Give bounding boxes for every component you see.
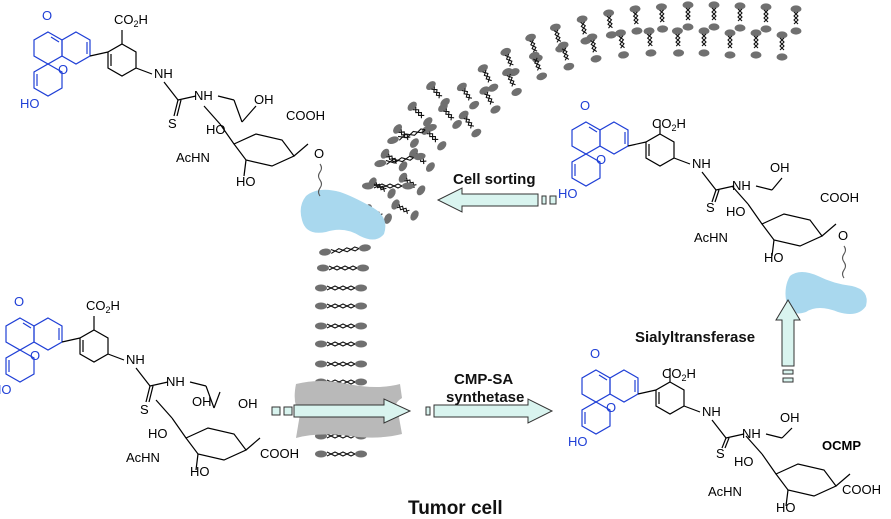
- thiourea-nh-label: NH: [154, 66, 173, 81]
- carboxyl-label: CO2H: [662, 366, 696, 383]
- carboxyl-label: CO2H: [652, 116, 686, 133]
- glycosidic-oxygen-label: O: [838, 228, 848, 243]
- molecule-cmp-sialic-acid: O O HO CO2H NH S NH OH HO AcHN HO OCMP C…: [568, 346, 881, 515]
- hydroxyl-label: OH: [770, 160, 790, 175]
- carboxylic-acid-label: COOH: [820, 190, 859, 205]
- molecule-free-sialic-acid: O O HO CO2H NH S NH OH HO AcHN HO OH COO…: [0, 294, 299, 479]
- thiourea-nh-label: NH: [692, 156, 711, 171]
- thiourea-s-label: S: [140, 402, 149, 417]
- ring-oxygen-label: O: [596, 152, 606, 167]
- acetamido-label: AcHN: [126, 450, 160, 465]
- carbonyl-oxygen-label: O: [580, 98, 590, 113]
- carbonyl-oxygen-label: O: [590, 346, 600, 361]
- hydroxyl-label: OH: [254, 92, 274, 107]
- acetamido-label: AcHN: [176, 150, 210, 165]
- phenol-label: HO: [0, 382, 12, 397]
- hydroxyl-ho-label: HO: [148, 426, 168, 441]
- ring-oxygen-label: O: [606, 400, 616, 415]
- hydroxyl-ho-label: HO: [726, 204, 746, 219]
- hydroxyl-label: OH: [192, 394, 212, 409]
- glycan-blob-sialylated: [785, 272, 867, 314]
- ring-oxygen-label: O: [30, 348, 40, 363]
- thiourea-nh2-label: NH: [742, 426, 761, 441]
- hydroxyl-lower-label: HO: [764, 250, 784, 265]
- acetamido-label: AcHN: [708, 484, 742, 499]
- carboxylic-acid-label: COOH: [260, 446, 299, 461]
- carboxylic-acid-label: COOH: [842, 482, 881, 497]
- hydroxyl-lower-label: HO: [776, 500, 796, 515]
- cmp-sa-synthetase-arrow: [271, 398, 554, 424]
- carboxyl-label: CO2H: [114, 12, 148, 29]
- hydroxyl-ho-label: HO: [734, 454, 754, 469]
- molecule-sialylated-glycan: O O HO CO2H NH S NH OH HO AcHN HO COOH O: [558, 98, 859, 279]
- thiourea-nh2-label: NH: [732, 178, 751, 193]
- acetamido-label: AcHN: [694, 230, 728, 245]
- thiourea-s-label: S: [706, 200, 715, 215]
- phenol-label: HO: [558, 186, 578, 201]
- carboxylic-acid-label: COOH: [286, 108, 325, 123]
- cell-sorting-label: Cell sorting: [453, 171, 536, 188]
- carbonyl-oxygen-label: O: [42, 8, 52, 23]
- thiourea-nh2-label: NH: [166, 374, 185, 389]
- molecule-surface-sialoside: O O HO CO2H NH S NH OH HO AcHN HO COOH O: [20, 8, 325, 197]
- thiourea-nh-label: NH: [702, 404, 721, 419]
- hydroxyl-lower-label: HO: [190, 464, 210, 479]
- anomeric-oh-label: OH: [238, 396, 258, 411]
- glycosidic-oxygen-label: O: [314, 146, 324, 161]
- phenol-label: HO: [20, 96, 40, 111]
- sialyltransferase-arrow: [775, 299, 801, 383]
- cmp-sa-label-line2: synthetase: [446, 389, 524, 406]
- ring-oxygen-label: O: [58, 62, 68, 77]
- hydroxyl-label: OH: [780, 410, 800, 425]
- cmp-sa-label-line1: CMP-SA: [454, 371, 513, 388]
- thiourea-nh-label: NH: [126, 352, 145, 367]
- tumor-cell-caption: Tumor cell: [408, 498, 503, 519]
- hydroxyl-lower-label: HO: [236, 174, 256, 189]
- sialyltransferase-label: Sialyltransferase: [635, 329, 755, 346]
- glycan-blob-cell-surface: [300, 189, 386, 240]
- carbonyl-oxygen-label: O: [14, 294, 24, 309]
- thiourea-s-label: S: [168, 116, 177, 131]
- thiourea-s-label: S: [716, 446, 725, 461]
- thiourea-nh2-label: NH: [194, 88, 213, 103]
- phenol-label: HO: [568, 434, 588, 449]
- cell-sorting-arrow: [436, 187, 557, 213]
- hydroxyl-ho-label: HO: [206, 122, 226, 137]
- carboxyl-label: CO2H: [86, 298, 120, 315]
- ocmp-label: OCMP: [822, 438, 861, 453]
